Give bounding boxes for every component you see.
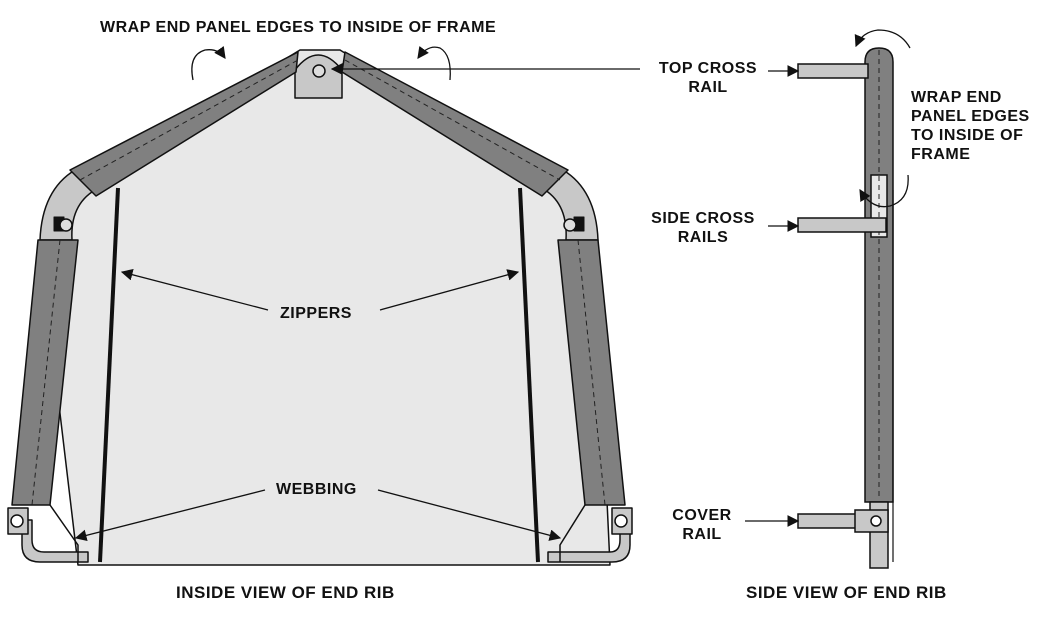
side-view [797,47,894,569]
label-top-cross-rail-line2: RAIL [688,79,728,96]
label-wrap-side: WRAP END PANEL EDGES TO INSIDE OF FRAME [911,88,1030,164]
label-cover-rail: COVER RAIL [664,506,740,544]
webbing-right [559,504,586,562]
label-side-cross-rails-line1: SIDE CROSS [651,210,755,227]
webbing-left [49,504,79,562]
label-top-cross-rail-line1: TOP CROSS [658,60,758,77]
label-side-cross-rails: SIDE CROSS RAILS [640,209,766,247]
label-wrap-side-line3: TO INSIDE OF [911,127,1024,144]
frame-tube [21,519,89,563]
fabric-band-top-right [341,51,569,197]
label-wrap-side-line4: FRAME [911,146,971,163]
zipper-right [518,187,540,563]
inside-view [7,49,633,566]
top-cross-rail [797,63,869,79]
zipper-left [98,187,120,563]
label-side-cross-rails-line2: RAILS [677,229,729,246]
side-arrows [745,29,911,527]
bolt-top [312,64,326,78]
fabric-band-right [557,239,626,506]
label-cover-rail-line1: COVER [672,507,732,524]
label-cover-rail-line2: RAIL [682,526,722,543]
cover-rail [797,513,859,529]
foot-bolt-right [614,514,628,528]
label-wrap-top: WRAP END PANEL EDGES TO INSIDE OF FRAME [100,19,497,36]
label-wrap-side-line1: WRAP END [911,89,1002,106]
caption-inside-view: INSIDE VIEW OF END RIB [176,583,395,602]
bolt-left [59,218,73,232]
label-webbing: WEBBING [276,481,357,498]
fabric-band-top-left [69,51,299,197]
stitching [31,59,606,506]
bolt-right [563,218,577,232]
label-zippers: ZIPPERS [280,305,352,322]
label-wrap-side-line2: PANEL EDGES [911,108,1030,125]
inside-arrows [74,46,640,542]
side-cross-rail [797,217,887,233]
foot-bolt-left [10,514,24,528]
label-top-cross-rail: TOP CROSS RAIL [648,59,768,97]
caption-side-view: SIDE VIEW OF END RIB [746,583,947,602]
